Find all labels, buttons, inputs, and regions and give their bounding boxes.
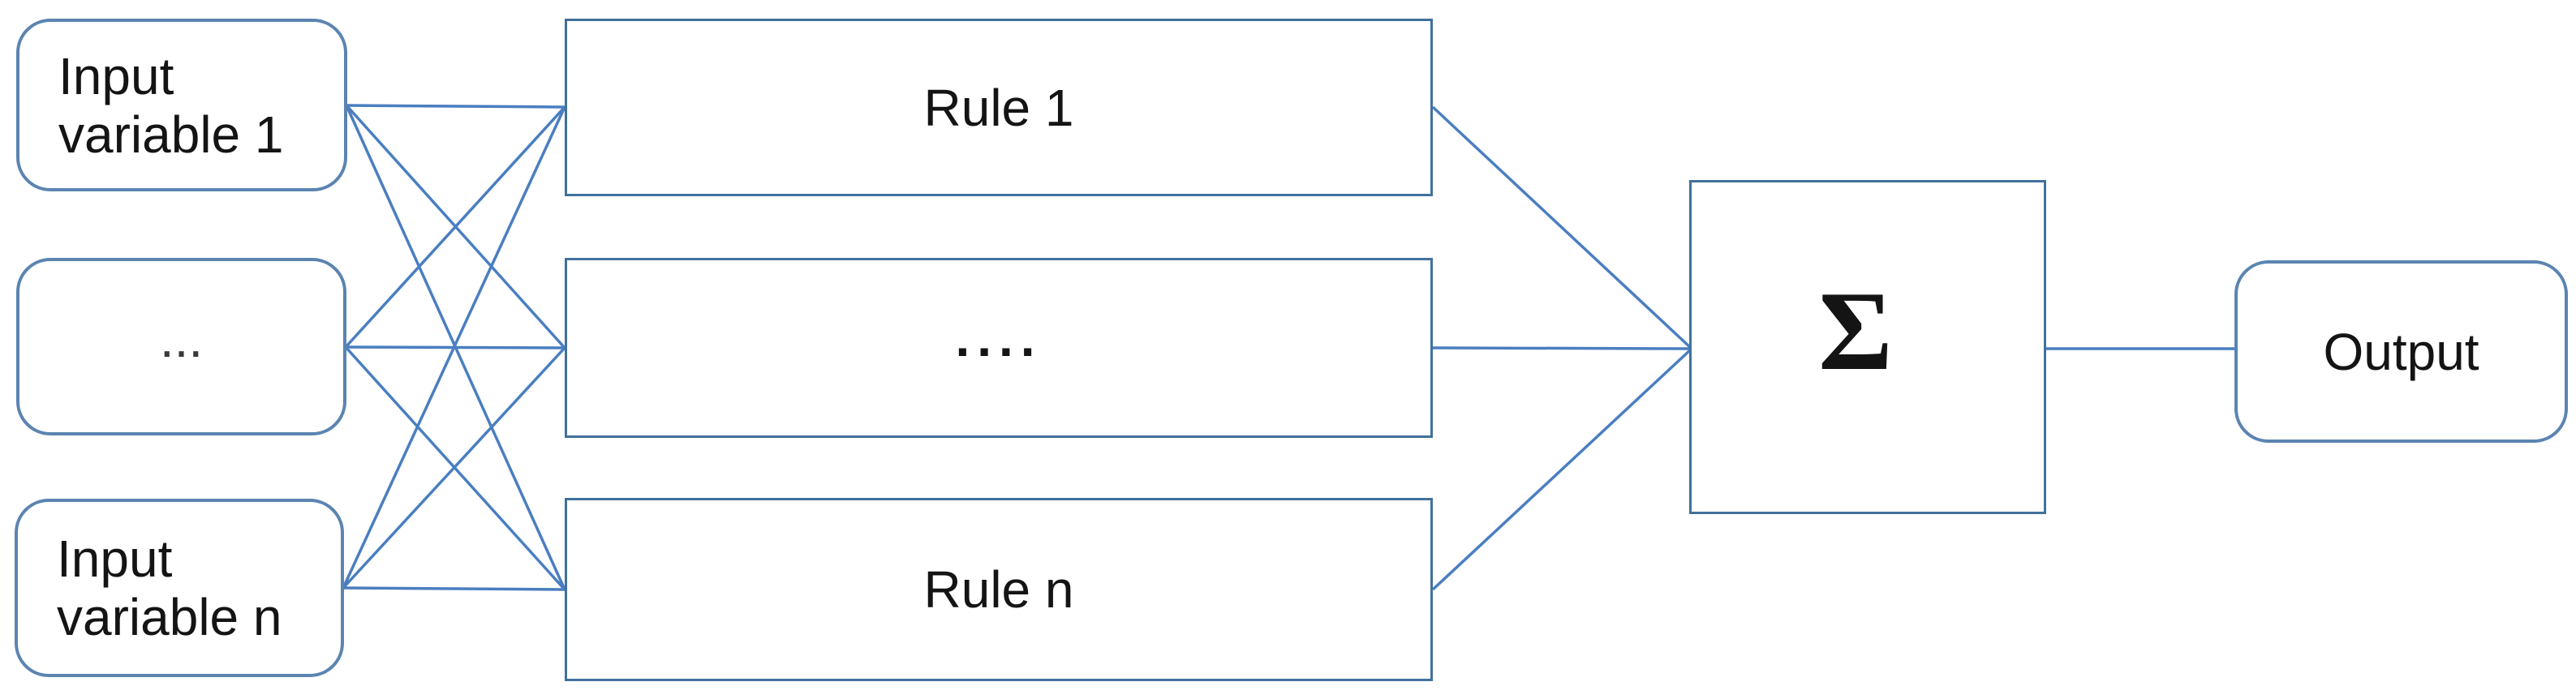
node-output-label: Output (2323, 322, 2479, 381)
edge-input3-rule1 (342, 106, 566, 589)
node-rule-ellipsis-label: .... (955, 309, 1043, 367)
node-input-variable-n: Input variable n (15, 499, 344, 677)
node-rule-n: Rule n (565, 498, 1433, 681)
edge-input2-rule1 (344, 105, 566, 349)
node-input-ellipsis: ... (16, 258, 346, 435)
edge-input3-rule2 (342, 346, 566, 590)
edge-input3-rule3 (342, 586, 566, 591)
node-sum-sigma: Σ (1689, 180, 2046, 514)
edge-rule2-sum (1432, 346, 1692, 350)
node-rule-1-label: Rule 1 (923, 78, 1074, 137)
sigma-symbol: Σ (1818, 268, 1893, 394)
node-output: Output (2234, 260, 2568, 443)
node-rule-n-label: Rule n (923, 560, 1074, 619)
node-input-variable-n-label: Input variable n (57, 530, 282, 646)
node-input-variable-1: Input variable 1 (16, 19, 347, 191)
edge-rule1-sum (1431, 105, 1693, 350)
edge-rule3-sum (1431, 347, 1693, 591)
node-rule-ellipsis: .... (565, 258, 1433, 438)
node-input-variable-1-label: Input variable 1 (58, 46, 284, 164)
edge-input1-rule1 (346, 104, 566, 109)
node-rule-1: Rule 1 (565, 19, 1433, 196)
node-input-ellipsis-label: ... (159, 309, 204, 368)
